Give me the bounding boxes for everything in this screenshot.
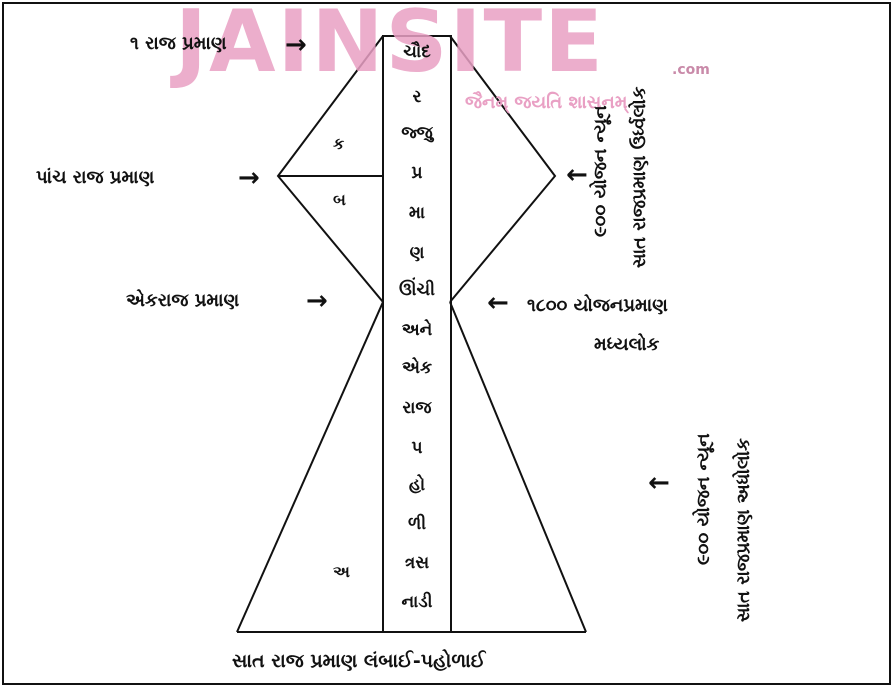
lower-world-right-edge [449, 301, 587, 633]
column-word: ચૌદ [403, 42, 431, 62]
upper-world-height-label: ૯૦૦ યોજન ન્યૂન [590, 105, 611, 237]
column-word: નાડી [401, 592, 433, 612]
middle-world-arrow: ← [487, 288, 509, 318]
column-word: પ્ર [411, 163, 423, 183]
region-letter-middle: બ [333, 190, 346, 209]
lower-world-left-edge [236, 301, 384, 633]
base-width-label: સાત રાજ પ્રમાણ લંબાઈ-પહોળાઈ [232, 650, 486, 672]
column-word: ર [412, 87, 422, 107]
column-word: ત્રસ [404, 553, 430, 573]
upper-world-right-edge [449, 35, 557, 303]
lower-world-height-label: ૯૦૦ યોજન ન્યૂન [693, 433, 714, 565]
waist-width-label: એકરાજ પ્રમાણ [126, 290, 240, 311]
lower-world-name-label: સાત રાજપ્રમાણ અધોલોક [733, 438, 754, 622]
watermark-tagline: જૈનમ્ જયતિ શાસનમ્ [465, 92, 628, 113]
middle-world-name: મધ્યલોક [594, 334, 660, 355]
top-width-label: ૧ રાજ પ્રમાણ [130, 33, 227, 54]
mid-width-arrow: → [238, 163, 260, 193]
region-letter-lower: અ [333, 562, 350, 581]
top-width-arrow: → [285, 30, 307, 60]
upper-world-name-label: સાત રાજપ્રમાણ ઉર્ધ્વલોક [629, 86, 650, 268]
column-word: ળી [407, 514, 427, 534]
column-word: મા [408, 203, 426, 223]
column-word: ણ [409, 243, 425, 263]
column-word: પ [411, 438, 423, 458]
column-word: અને [401, 320, 433, 340]
column-word: એક [402, 358, 432, 378]
region-letter-upper: ક [333, 134, 345, 153]
trasa-nadi-column [382, 35, 452, 633]
waist-width-arrow: → [306, 286, 328, 316]
column-word: ઊંચી [398, 280, 436, 300]
middle-world-label: ૧૮૦૦ યોજનપ્રમાણ [527, 295, 668, 316]
column-word: હો [408, 475, 426, 495]
column-word: રાજ [402, 398, 432, 418]
lower-world-arrow: ← [648, 468, 670, 498]
mid-width-label: પાંચ રાજ પ્રમાણ [36, 167, 155, 188]
upper-world-arrow: ← [566, 160, 588, 190]
watermark-tld: .com [672, 62, 710, 78]
column-word: જ્જુ [401, 123, 433, 143]
watermark-brand: JAINSITE [175, 0, 605, 92]
